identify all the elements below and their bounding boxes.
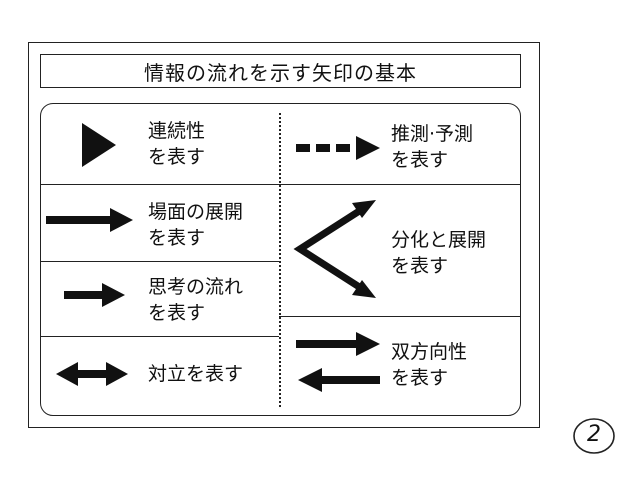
- list-item: 思考の流れ を表す: [148, 274, 243, 326]
- item-label: を表す: [148, 302, 206, 324]
- list-item: 場面の展開 を表す: [148, 199, 243, 251]
- item-label: を表す: [148, 146, 206, 168]
- item-label: 双方向性: [391, 341, 468, 363]
- item-label: を表す: [391, 367, 449, 389]
- list-item: 双方向性 を表す: [391, 339, 467, 391]
- list-item: 分化と展開 を表す: [391, 227, 486, 279]
- divider: [279, 316, 521, 317]
- item-label: を表す: [391, 255, 449, 277]
- center-dotted-divider: [279, 113, 281, 407]
- item-label: を表す: [148, 227, 206, 249]
- triangle-icon: [82, 123, 116, 167]
- item-label: 分化と展開: [391, 229, 487, 251]
- short-arrow-icon: [64, 283, 125, 307]
- branching-arrows-icon: [293, 200, 376, 298]
- item-label: 思考の流れ: [148, 276, 244, 298]
- opposing-arrows-icon: [296, 332, 380, 392]
- page-number: 2: [572, 417, 616, 455]
- item-label: 連続性: [148, 120, 206, 142]
- list-item: 推測·予測 を表す: [391, 121, 473, 173]
- divider: [40, 336, 279, 337]
- list-item: 連続性 を表す: [148, 118, 205, 170]
- long-arrow-icon: [46, 208, 133, 232]
- page-number-text: 2: [587, 422, 601, 447]
- item-label: 対立を表す: [148, 363, 244, 385]
- double-arrow-icon: [56, 362, 128, 386]
- divider: [40, 261, 279, 262]
- list-item: 対立を表す: [148, 361, 243, 387]
- item-label: 場面の展開: [148, 201, 244, 223]
- item-label: を表す: [391, 149, 449, 171]
- outer-frame: [28, 42, 540, 428]
- arrow-panel: [40, 103, 521, 416]
- page-title: 情報の流れを示す矢印の基本: [40, 54, 521, 88]
- item-label: 推測·予測: [391, 123, 474, 145]
- dashed-arrow-icon: [296, 136, 380, 160]
